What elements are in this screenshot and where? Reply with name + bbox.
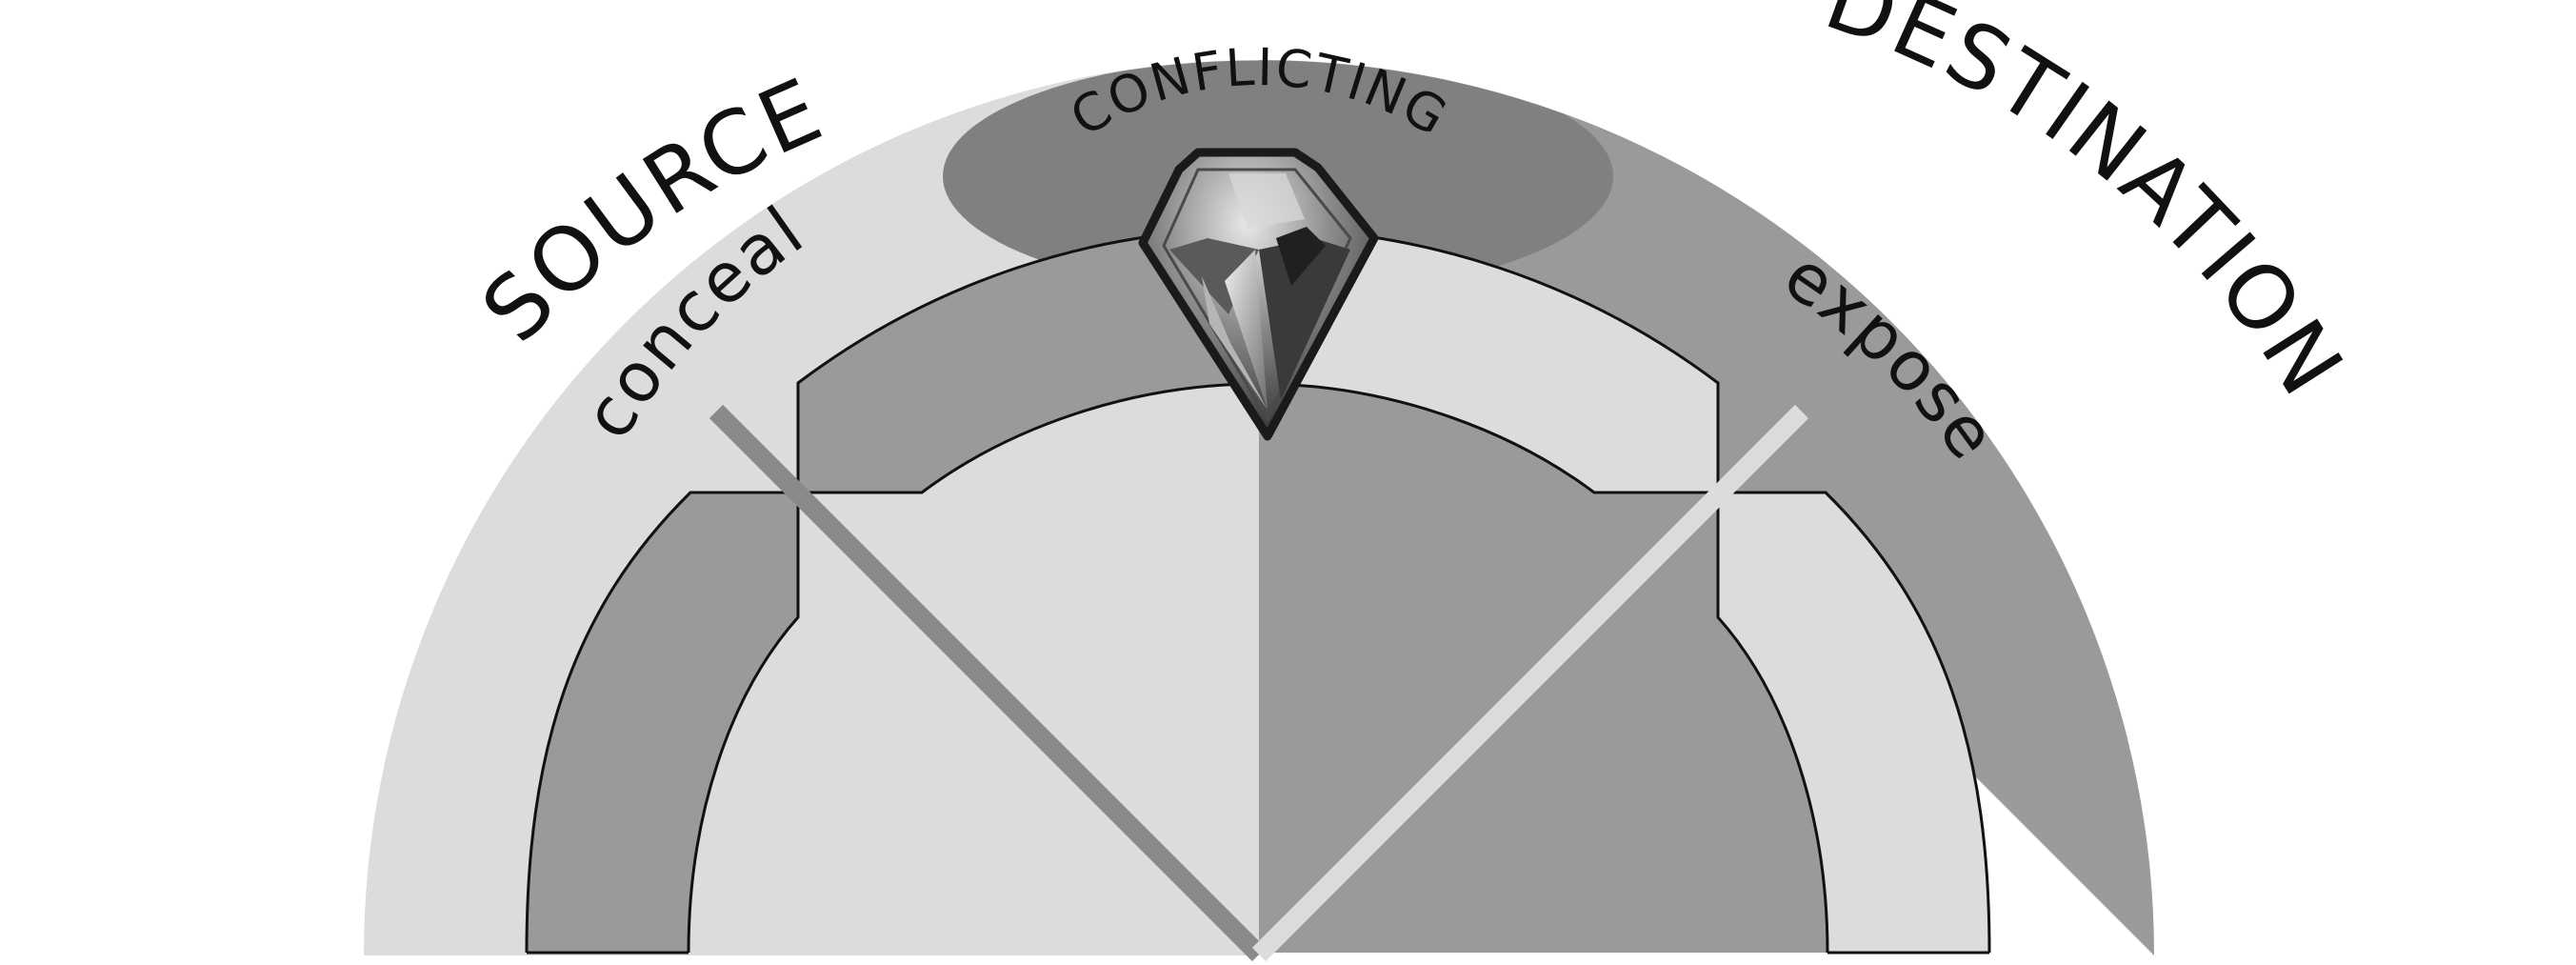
conceal-arrow <box>709 404 1267 962</box>
expose-arrow <box>1251 404 1809 962</box>
diamond-icon <box>1138 148 1379 441</box>
